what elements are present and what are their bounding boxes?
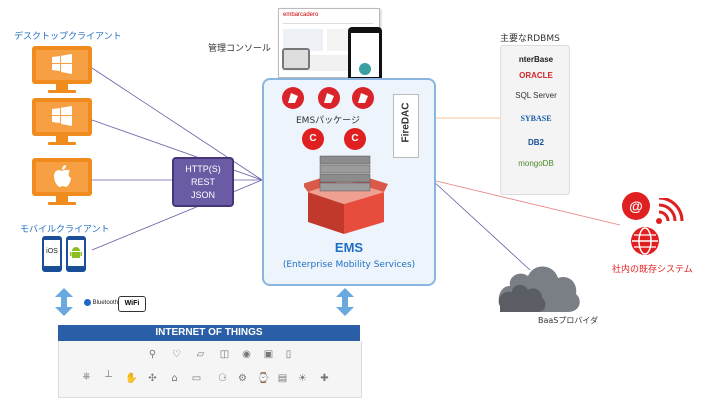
admin-console-phone	[348, 27, 382, 85]
android-icon	[70, 247, 82, 258]
rdbms-label: 主要なRDBMS	[500, 34, 560, 44]
bulb-icon: ☀	[298, 373, 307, 384]
speaker-icon: ▣	[263, 349, 274, 360]
home-icon: ⌂	[171, 373, 178, 384]
wristband-icon: ▤	[277, 373, 288, 384]
console-brand: embarcadero	[283, 12, 319, 18]
apple-logo-icon	[54, 165, 71, 187]
bicycle-icon: ⚆	[218, 373, 227, 384]
wireless-signal-icon	[656, 198, 684, 224]
db-interbase: nterBase	[518, 55, 554, 64]
mouse-icon: ◉	[242, 349, 251, 360]
ems-package-label: EMSパッケージ	[296, 116, 360, 126]
iot-title: INTERNET OF THINGS	[58, 325, 360, 341]
ios-phone: iOS	[42, 236, 62, 272]
gear-icon: ⚙	[238, 373, 247, 384]
card-icon: ▭	[191, 373, 202, 384]
admin-console-label: 管理コンソール	[208, 44, 272, 54]
plug-icon: ⊥	[104, 369, 113, 380]
iot-device-panel: ⚲ ♡ ▱ ◫ ◉ ▣ ▯ ⎈ ⊥ ✋ ✣ ⌂ ▭ ⚆ ⚙ ⌚ ▤ ☀ ✚	[58, 341, 362, 398]
hand-icon: ✋	[125, 373, 138, 384]
admin-console-tablet	[282, 48, 310, 70]
ems-subtitle: (Enterprise Mobility Services)	[282, 260, 416, 270]
gamepad-icon: ✚	[320, 373, 329, 384]
fan-icon: ✣	[148, 373, 157, 384]
db-db2: DB2	[527, 138, 544, 147]
server-package-icon	[304, 155, 388, 234]
at-sign-icon: @	[622, 192, 650, 220]
rdbms-panel: nterBase ORACLE SQL Server SYBASE DB2 mo…	[500, 45, 570, 195]
mobile-clients-label: モバイルクライアント	[20, 225, 110, 235]
baas-label: BaaSプロバイダ	[538, 316, 599, 325]
watch-icon: ⌚	[257, 373, 270, 384]
cloud-icon	[498, 266, 580, 312]
bluetooth-label: Bluetooth	[92, 300, 119, 307]
globe-icon	[631, 227, 659, 255]
db-oracle: ORACLE	[519, 71, 553, 80]
db-sybase: SYBASE	[520, 114, 552, 123]
firedac-badge: FireDAC	[393, 94, 419, 158]
folder-icon: ▱	[196, 349, 205, 360]
tap-icon: ⎈	[82, 371, 91, 382]
heart-icon: ♡	[172, 349, 181, 360]
cpp-icon: C	[302, 128, 324, 150]
existing-systems-label: 社内の既存システム	[612, 265, 693, 275]
wifi-badge: WiFi	[118, 296, 146, 312]
protocol-json: JSON	[190, 190, 215, 200]
ios-label: iOS	[46, 248, 58, 255]
door-icon: ◫	[219, 349, 230, 360]
battery-icon: ▯	[285, 349, 292, 360]
windows-monitor-1	[32, 46, 92, 93]
bluetooth-badge: Bluetooth	[84, 299, 118, 306]
ems-title: EMS	[334, 240, 364, 255]
windows-monitor-2	[32, 98, 92, 145]
db-mongodb: mongoDB	[518, 159, 554, 168]
protocol-rest: REST	[190, 177, 215, 187]
mac-monitor	[32, 158, 92, 205]
desktop-clients-label: デスクトップクライアント	[14, 32, 122, 42]
protocol-http: HTTP(S)	[185, 164, 221, 174]
location-pin-icon: ⚲	[148, 349, 157, 360]
rad-server-icon	[352, 87, 374, 109]
protocol-box: HTTP(S) REST JSON	[172, 157, 234, 207]
up-down-arrow-icon	[336, 288, 354, 316]
windows-logo-icon	[52, 106, 72, 126]
up-down-arrow-icon	[55, 288, 73, 316]
rad-server-icon	[318, 87, 340, 109]
db-sqlserver: SQL Server	[515, 91, 557, 100]
rad-server-icon	[282, 87, 304, 109]
windows-logo-icon	[52, 54, 72, 74]
bluetooth-icon	[84, 299, 91, 306]
android-phone	[66, 236, 86, 272]
firedac-label: FireDAC	[400, 102, 412, 143]
cpp-icon: C	[344, 128, 366, 150]
